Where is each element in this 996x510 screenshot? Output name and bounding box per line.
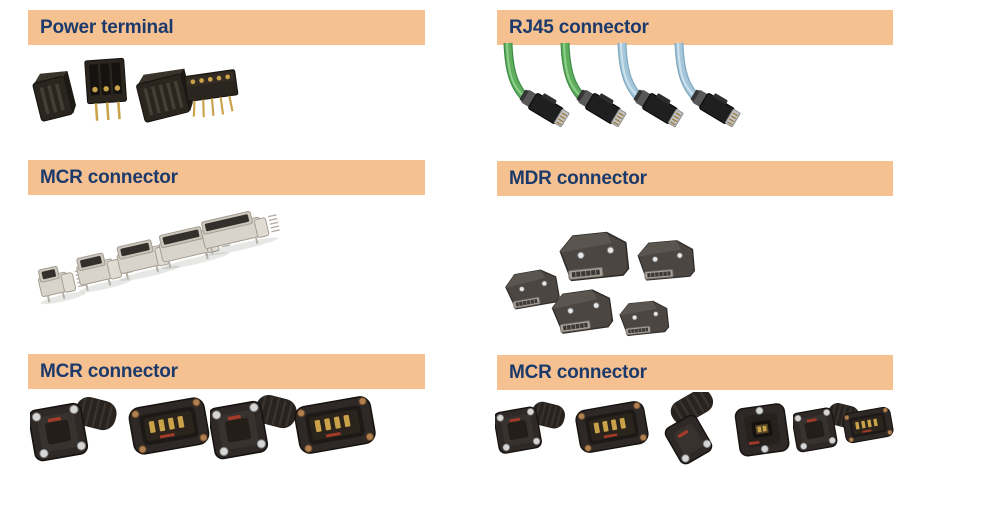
section-title: MCR connector [40,361,178,382]
mcr-board-illustration [30,207,280,325]
section-mcr-connector-top: MCR connector [28,160,425,350]
mdr-plug-shell-3 [636,238,696,282]
rj45-plug [633,89,684,128]
rj45-cable-blue-2 [674,42,741,128]
mcr-rugged-flange-boot [30,393,121,463]
mdr-illustration [503,228,705,342]
mdr-plug-shell-2 [558,229,630,283]
power-plug-5pos [136,68,193,123]
rj45-cable-green-1 [503,42,570,128]
rj45-plug [576,89,627,128]
section-header-bar: MCR connector [497,355,893,390]
power-plug-3pos [32,70,76,122]
mcr-board-connector-5 [201,210,280,256]
section-power-terminal: Power terminal [28,10,425,155]
section-title: MDR connector [509,168,647,189]
mcr-rugged-flange-boot [210,391,301,461]
mcr-board-connector-2 [76,252,133,293]
mdr-plug-shell-4 [550,287,614,335]
section-title: Power terminal [40,17,174,38]
section-header-bar: MCR connector [28,354,425,389]
section-mcr-connector-right: MCR connector [495,355,895,510]
mcr-rugged-boot-plug [653,392,731,466]
rj45-patch-cables [503,42,741,128]
rj45-plug [690,89,741,128]
mcr-rugged-connectors [495,392,895,466]
power-header-5pos [184,69,239,118]
section-header-bar: RJ45 connector [497,10,893,45]
rj45-cable-green-2 [560,42,627,128]
section-title: RJ45 connector [509,17,649,38]
rj45-illustration [498,42,750,144]
section-header-bar: MCR connector [28,160,425,195]
rj45-cable-blue-1 [617,42,684,128]
mdr-plug-shell-1 [503,267,561,311]
section-mdr-connector: MDR connector [497,161,893,351]
section-header-bar: MDR connector [497,161,893,196]
mdr-plug-shell-5 [618,299,670,337]
mcr-rugged-left-illustration [30,388,378,468]
mcr-rugged-receptacle [292,394,378,456]
section-rj45-connector: RJ45 connector [497,10,893,155]
mcr-rugged-flange-boot [495,398,569,456]
mcr-rugged-connectors [30,391,378,463]
mdr-plug-shells [503,229,696,337]
mcr-rugged-receptacle [126,395,212,457]
mcr-rugged-face-flange [733,402,791,458]
mcr-rugged-receptacle [573,399,651,455]
power-terminal-illustration [30,55,239,145]
mcr-rugged-right-illustration [495,392,895,470]
rj45-plug [519,89,570,128]
section-title: MCR connector [509,362,647,383]
section-mcr-connector-left: MCR connector [28,354,425,510]
mcr-board-connectors [37,210,280,305]
section-header-bar: Power terminal [28,10,425,45]
power-header-3pos [84,57,127,121]
section-title: MCR connector [40,167,178,188]
power-terminal-products [32,57,239,123]
